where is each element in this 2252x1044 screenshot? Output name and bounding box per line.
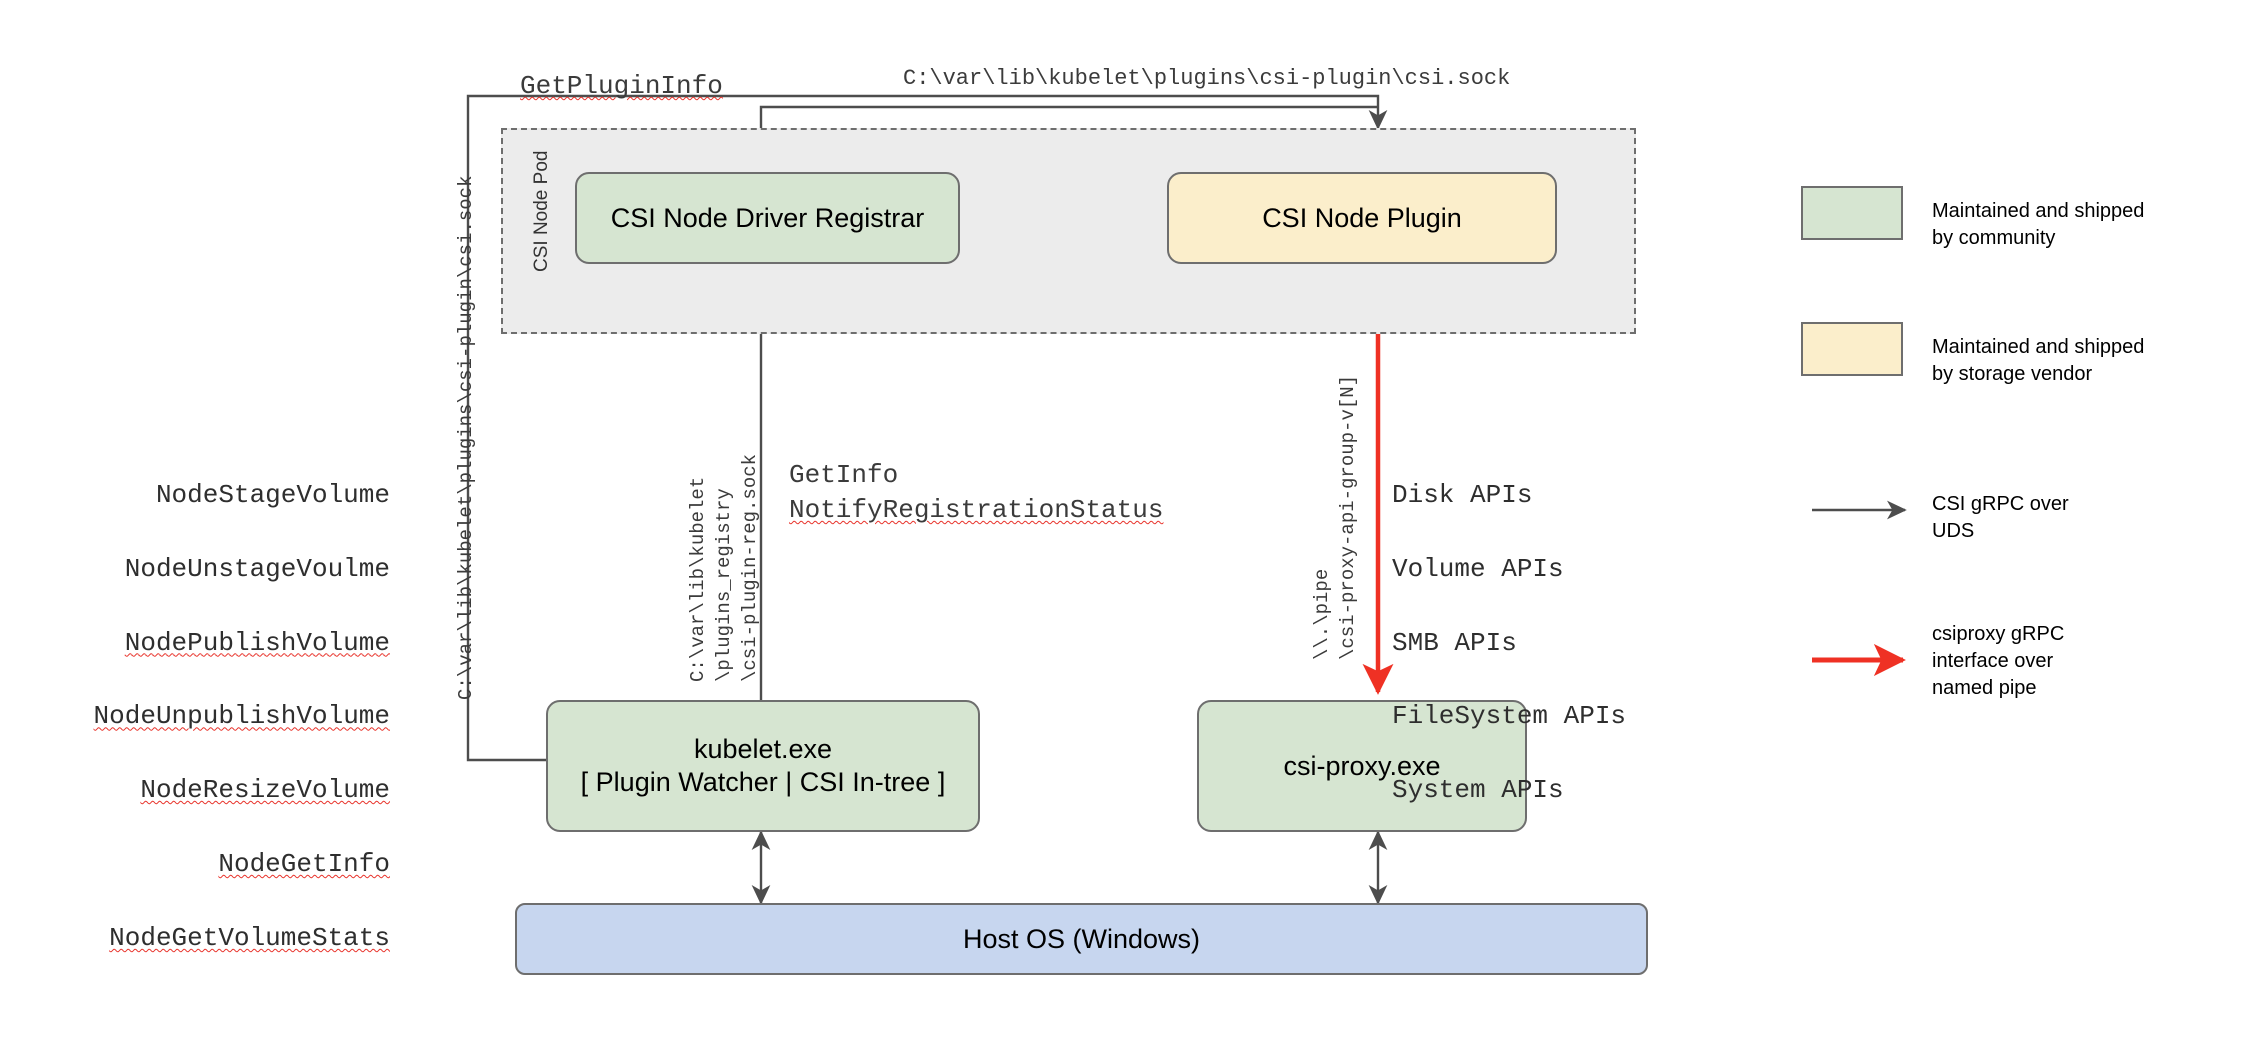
- label-registry-path-line-3: \csi-plugin-reg.sock: [739, 453, 761, 682]
- label-csi-sock-path-top: C:\var\lib\kubelet\plugins\csi-plugin\cs…: [903, 66, 1511, 91]
- legend-label-community: Maintained and shipped by community: [1932, 200, 2145, 249]
- node-csi-node-driver-registrar[interactable]: CSI Node Driver Registrar: [575, 172, 960, 264]
- label-csi-sock-path-left: C:\var\lib\kubelet\plugins\csi-plugin\cs…: [455, 175, 477, 701]
- rpc-item: NodeStageVolume: [155, 479, 390, 510]
- legend-swatch-vendor: [1801, 322, 1903, 376]
- csi-node-rpc-list: NodeStageVolume NodeUnstageVoulme NodePu…: [80, 440, 390, 994]
- kubelet-title: kubelet.exe: [693, 734, 833, 765]
- rpc-item: NodeResizeVolume: [140, 775, 390, 806]
- api-group-item: System APIs: [1392, 775, 1564, 806]
- rpc-item: NodeUnpublishVolume: [93, 701, 390, 732]
- label-getinfo: GetInfo: [789, 460, 899, 490]
- node-host-os[interactable]: Host OS (Windows): [515, 903, 1648, 975]
- csi-node-pod-label: CSI Node Pod: [531, 150, 552, 272]
- label-named-pipe-line-2: \csi-proxy-api-group-v[N]: [1337, 374, 1359, 660]
- label-notifyregistrationstatus: NotifyRegistrationStatus: [789, 495, 1164, 525]
- node-csi-proxy-exe[interactable]: csi-proxy.exe: [1197, 700, 1527, 832]
- legend-label-csiproxy-grpc-named-pipe: csiproxy gRPC interface over named pipe: [1932, 623, 2065, 699]
- api-group-item: FileSystem APIs: [1392, 701, 1627, 732]
- rpc-item: NodeGetInfo: [218, 848, 390, 879]
- node-kubelet-exe[interactable]: kubelet.exe [ Plugin Watcher | CSI In-tr…: [546, 700, 980, 832]
- label-registry-path-line-1: C:\var\lib\kubelet: [687, 476, 709, 682]
- csi-proxy-api-group-list: Disk APIs Volume APIs SMB APIs FileSyste…: [1392, 440, 1626, 846]
- legend-label-vendor: Maintained and shipped by storage vendor: [1932, 336, 2145, 385]
- rpc-item: NodeGetVolumeStats: [109, 922, 390, 953]
- kubelet-subtitle: [ Plugin Watcher | CSI In-tree ]: [580, 767, 946, 797]
- label-getplugininfo: GetPluginInfo: [520, 71, 723, 101]
- api-group-item: Volume APIs: [1392, 553, 1564, 584]
- label-named-pipe-line-1: \\.\pipe: [1311, 568, 1333, 660]
- api-group-item: Disk APIs: [1392, 479, 1533, 510]
- label-registry-path-line-2: \plugins_registry: [713, 488, 735, 682]
- rpc-item: NodeUnstageVoulme: [124, 553, 390, 584]
- api-group-item: SMB APIs: [1392, 627, 1517, 658]
- node-csi-node-plugin[interactable]: CSI Node Plugin: [1167, 172, 1557, 264]
- rpc-item: NodePublishVolume: [124, 627, 390, 658]
- legend-swatch-community: [1801, 186, 1903, 240]
- legend-label-csi-grpc-uds: CSI gRPC over UDS: [1932, 493, 2069, 542]
